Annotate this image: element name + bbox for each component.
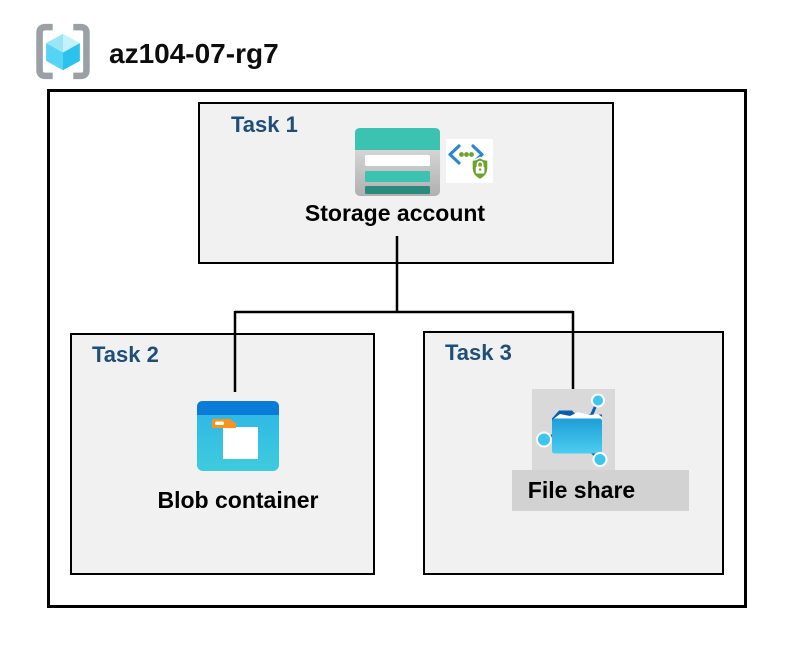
task1-box: Task 1 Storage account <box>198 102 614 264</box>
blob-container-icon <box>197 401 279 471</box>
file-share-icon <box>536 393 608 467</box>
task2-box: Task 2 Blob container <box>70 333 375 575</box>
file-share-icon-highlight <box>532 389 615 470</box>
task1-header: Task 1 <box>231 112 298 137</box>
resource-group-name: az104-07-rg7 <box>109 38 279 69</box>
storage-account-icon <box>355 128 440 196</box>
task2-header: Task 2 <box>92 342 159 367</box>
code-security-lock-icon <box>446 139 493 183</box>
task3-box: Task 3 File share <box>423 331 724 575</box>
task3-header: Task 3 <box>445 340 512 365</box>
file-share-label-highlight: File share <box>512 470 689 511</box>
blob-container-label: Blob container <box>157 487 319 513</box>
resource-group-icon <box>36 23 90 80</box>
file-share-label: File share <box>527 477 636 503</box>
storage-account-label: Storage account <box>304 200 486 226</box>
resource-group-header: az104-07-rg7 <box>0 0 788 88</box>
